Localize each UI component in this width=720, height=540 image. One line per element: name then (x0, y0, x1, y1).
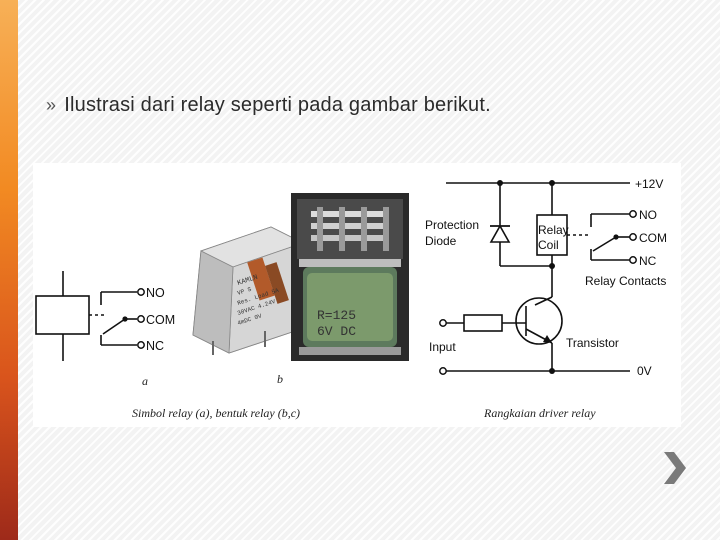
junction-dot (497, 180, 503, 186)
transistor-arrow-icon (543, 335, 552, 343)
com-pivot (613, 234, 619, 240)
ground-terminal (439, 367, 447, 375)
symbol-nc-label: NC (146, 339, 164, 353)
relay-coil-label-1: Relay (538, 223, 569, 237)
protection-diode-label-1: Protection (425, 218, 479, 232)
sublabel-a: a (142, 374, 148, 388)
no-terminal (137, 288, 145, 296)
transistor-label: Transistor (566, 336, 619, 350)
input-label: Input (429, 340, 456, 354)
relay-symbol (35, 271, 137, 361)
contact-nc-label: NC (639, 254, 657, 268)
symbol-no-label: NO (146, 286, 165, 300)
junction-dot (549, 368, 555, 374)
chevron-right-icon[interactable] (660, 448, 690, 488)
contact-no-label: NO (639, 208, 657, 222)
caption-left: Simbol relay (a), bentuk relay (b,c) (132, 406, 300, 420)
nc-terminal (629, 256, 637, 264)
com-pivot (122, 316, 128, 322)
bullet-text-content: Ilustrasi dari relay seperti pada gambar… (64, 94, 491, 116)
coil-text-line-2: 6V DC (317, 324, 356, 339)
input-terminal (439, 319, 447, 327)
relay-figure-svg: NO COM NC KAMLN VP S Res. Load 5A 30VAC … (35, 177, 667, 420)
driver-circuit (446, 182, 630, 372)
junction-dot (549, 180, 555, 186)
contact-com-label: COM (639, 231, 667, 245)
no-terminal (629, 210, 637, 218)
diode-icon (489, 224, 511, 243)
bullet-text: » Ilustrasi dari relay seperti pada gamba… (46, 94, 491, 117)
relay-coil-label-2: Coil (538, 238, 559, 252)
coil-photo: R=125 6V DC (291, 193, 409, 361)
ground-label: 0V (637, 364, 652, 378)
nc-terminal (137, 341, 145, 349)
coil-text-line-1: R=125 (317, 308, 356, 323)
bullet-marker: » (46, 95, 57, 115)
caption-right: Rangkaian driver relay (483, 406, 596, 420)
relay-body-line-2: VP S (236, 286, 252, 297)
sublabel-b: b (277, 372, 283, 386)
symbol-com-label: COM (146, 313, 175, 327)
relay-figure: NO COM NC KAMLN VP S Res. Load 5A 30VAC … (33, 163, 681, 427)
com-terminal (629, 233, 637, 241)
relay-photo: KAMLN VP S Res. Load 5A 30VAC 4.24V 4mDC… (192, 226, 305, 355)
relay-contacts-label: Relay Contacts (585, 274, 666, 288)
junction-dot (549, 263, 555, 269)
supply-label: +12V (635, 177, 663, 191)
accent-side-bar (0, 0, 18, 540)
protection-diode-label-2: Diode (425, 234, 457, 248)
com-terminal (137, 315, 145, 323)
